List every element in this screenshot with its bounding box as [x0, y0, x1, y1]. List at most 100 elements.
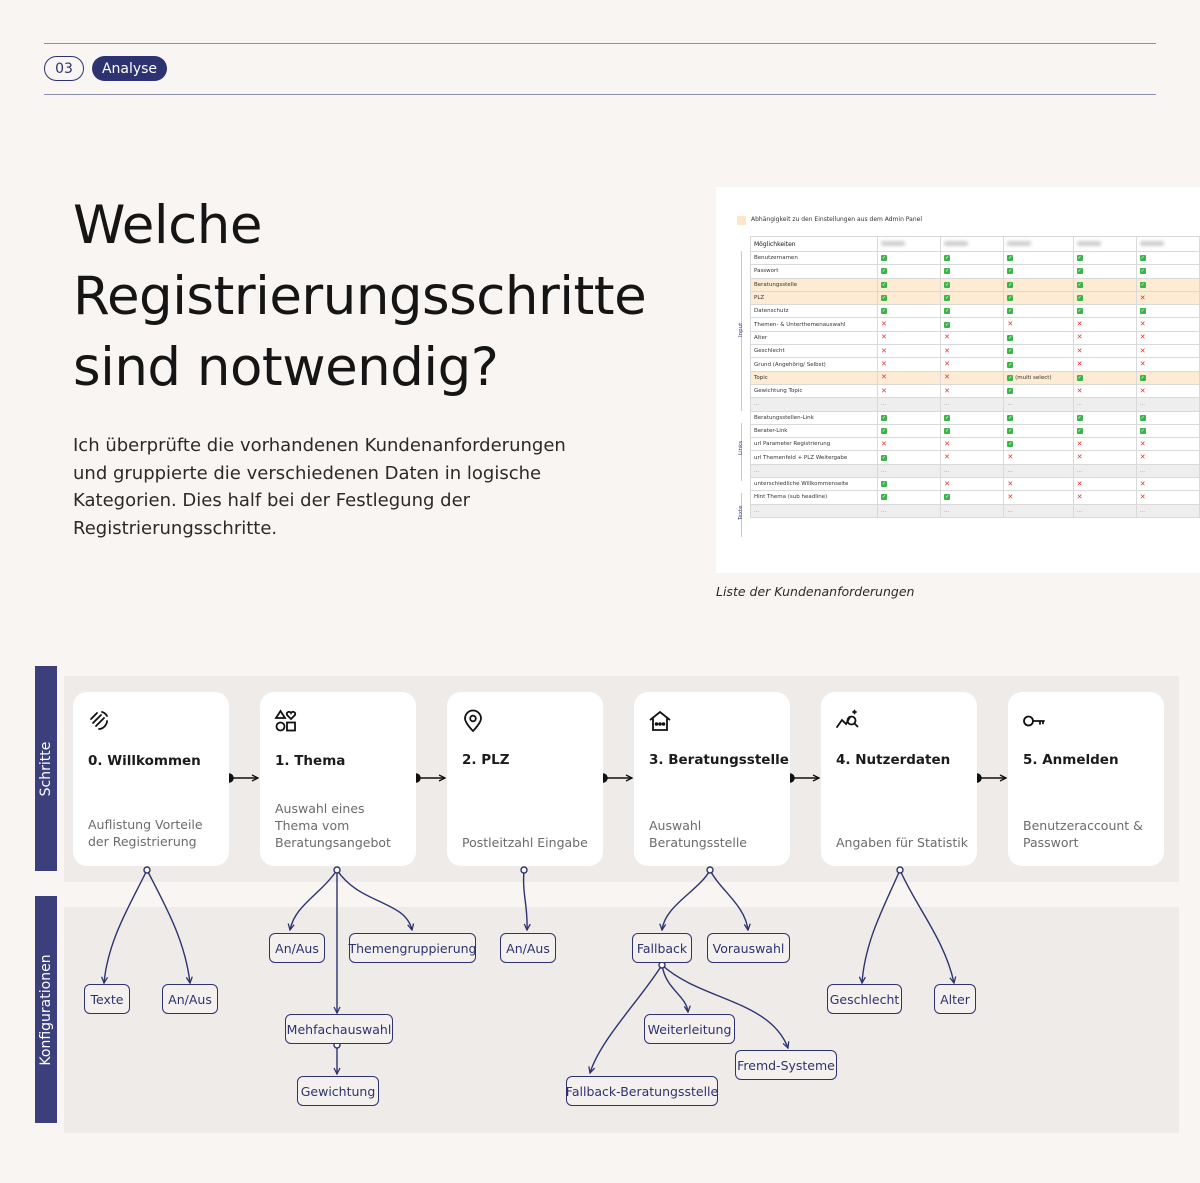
table-row: unterschiedliche Willkommenseite✓✕✕✕✕: [750, 477, 1200, 492]
cross-icon: ✕: [944, 346, 951, 355]
check-icon: ✓: [881, 414, 887, 421]
step-title: 0. Willkommen: [88, 753, 201, 769]
step-description: Postleitzahl Eingabe: [462, 835, 588, 850]
cross-icon: ✕: [944, 479, 951, 488]
cross-icon: ✕: [944, 373, 951, 382]
cross-icon: ✕: [944, 453, 951, 462]
row-label: ...: [750, 503, 878, 518]
status-cell: ...: [1072, 397, 1137, 412]
cross-icon: ✕: [1007, 453, 1014, 462]
cross-icon: ✕: [1139, 386, 1146, 395]
status-cell: ✓: [876, 277, 942, 292]
title-line: Welche: [73, 195, 262, 256]
page-title: Welche Registrierungsschritte sind notwe…: [73, 190, 647, 403]
location-pin-icon: [464, 709, 482, 733]
config-connector: [336, 869, 412, 930]
step-description: Auswahl Beratungsstelle: [649, 818, 747, 850]
cross-icon: ✕: [881, 439, 887, 448]
cross-icon: ✕: [1076, 346, 1083, 355]
step-description: Auswahl eines Thema vom Beratungsangebot: [275, 801, 391, 850]
check-icon: ✓: [944, 255, 951, 262]
legend-text: Abhängigkeit zu den Einstellungen aus de…: [751, 216, 922, 223]
check-icon: ✓: [944, 295, 951, 302]
status-cell: ...: [1003, 503, 1074, 518]
config-anaus-willkommen: An/Aus: [162, 984, 218, 1014]
status-cell: ✓: [940, 277, 1005, 292]
check-icon: ✓: [1007, 348, 1014, 355]
cross-icon: ✕: [881, 373, 887, 382]
cross-icon: ✕: [1007, 492, 1014, 501]
check-icon: ✓: [1076, 428, 1083, 434]
check-icon: ✓: [1139, 308, 1146, 315]
cross-icon: ✕: [944, 360, 951, 369]
check-icon: ✓: [1007, 295, 1014, 302]
cross-icon: ✕: [1139, 360, 1146, 369]
connector-origin: [143, 866, 151, 874]
config-fallback-beratungsstelle: Fallback-Beratungsstelle: [566, 1076, 718, 1106]
cross-icon: ✕: [1139, 479, 1146, 488]
cross-icon: ✕: [881, 320, 887, 329]
cross-icon: ✕: [1076, 492, 1083, 501]
cross-icon: ✕: [1076, 439, 1083, 448]
check-icon: ✓: [1076, 374, 1083, 381]
cross-icon: ✕: [1007, 479, 1014, 488]
check-icon: ✓: [881, 255, 887, 262]
cross-icon: ✕: [1139, 293, 1146, 302]
step-title: 3. Beratungsstelle: [649, 752, 789, 768]
cross-icon: ✕: [881, 333, 887, 342]
table-row: Beratungsstelle✓✓✓✓✓: [750, 277, 1200, 292]
step-title: 1. Thema: [275, 753, 346, 769]
check-icon: ✓: [1007, 308, 1014, 315]
check-icon: ✓: [1007, 428, 1014, 434]
status-cell: ✓: [1003, 277, 1074, 292]
check-icon: ✓: [881, 481, 887, 488]
table-row: Geschlecht✕✕✓✕✕: [750, 344, 1200, 359]
step-card-anmelden: 5. Anmelden Benutzeraccount & Passwort: [1008, 692, 1164, 866]
check-icon: ✓: [944, 321, 951, 328]
cross-icon: ✕: [1076, 360, 1083, 369]
check-icon: ✓: [881, 268, 887, 275]
row-label: ...: [750, 463, 878, 479]
status-cell: ✓: [1135, 277, 1200, 292]
cross-icon: ✕: [944, 333, 951, 342]
step-title: 5. Anmelden: [1023, 752, 1119, 768]
row-label: Beratungsstelle: [750, 277, 878, 292]
cross-icon: ✕: [1139, 346, 1146, 355]
cell-note: (multi select): [1013, 374, 1052, 381]
table-row: url Themenfeld + PLZ Weitergabe✓✕✕✕✕: [750, 450, 1200, 465]
config-geschlecht: Geschlecht: [827, 984, 902, 1014]
check-icon: ✓: [881, 281, 887, 288]
config-connector: [522, 869, 528, 930]
check-icon: ✓: [1076, 268, 1083, 275]
cross-icon: ✕: [1076, 320, 1083, 329]
house-icon: [649, 710, 671, 731]
status-cell: ...: [876, 503, 942, 518]
title-line: Registrierungsschritte: [73, 266, 647, 327]
header-bottom-rule: [44, 94, 1156, 95]
group-divider: [741, 493, 742, 537]
check-icon: ✓: [1139, 255, 1146, 262]
top-rule: [44, 43, 1156, 44]
status-cell: ...: [876, 397, 942, 412]
config-connector: [899, 869, 954, 983]
check-icon: ✓: [1139, 268, 1146, 275]
shapes-icon: [274, 709, 297, 732]
cross-icon: ✕: [944, 386, 951, 395]
check-icon: ✓: [1076, 281, 1083, 288]
cross-icon: ✕: [1139, 492, 1146, 501]
step-card-plz: 2. PLZ Postleitzahl Eingabe: [447, 692, 603, 866]
check-icon: ✓: [1076, 295, 1083, 302]
status-cell: ✓: [1135, 370, 1200, 385]
step-title: 4. Nutzerdaten: [836, 752, 951, 768]
table-row: ..................: [750, 503, 1200, 518]
step-arrow: [411, 773, 445, 783]
check-icon: ✓: [1007, 388, 1014, 395]
configs-lane-tab: Konfigurationen: [35, 896, 57, 1123]
check-icon: ✓: [1076, 414, 1083, 421]
intro-paragraph: Ich überprüfte die vorhandenen Kundenanf…: [73, 435, 566, 539]
config-connector: [104, 869, 148, 983]
group-divider: [741, 251, 742, 411]
config-connector: [661, 964, 688, 1012]
table-row: Topic✕✕✓ (multi select)✓✓: [750, 370, 1200, 385]
section-label-badge: Analyse: [92, 56, 167, 81]
